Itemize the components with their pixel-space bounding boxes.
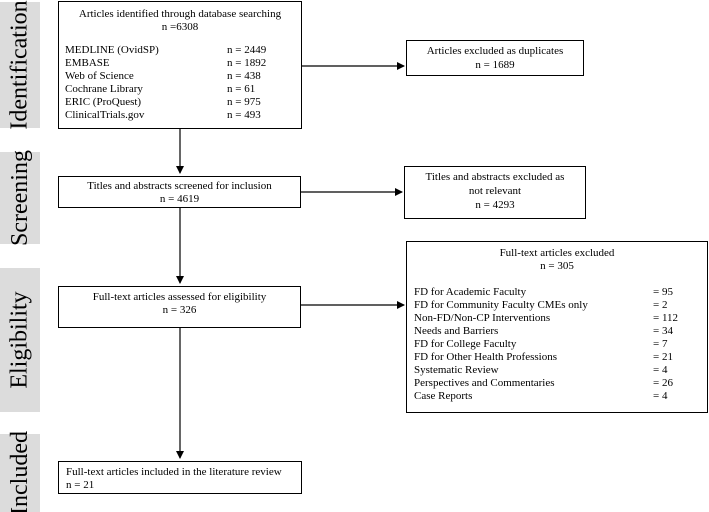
screening-box: Titles and abstracts screened for inclus… [58, 176, 301, 208]
reason-count: = 95 [653, 286, 673, 298]
eligibility-box: Full-text articles assessed for eligibil… [58, 286, 301, 328]
reason-name: FD for Community Faculty CMEs only [414, 299, 588, 311]
not-relevant-title-line2: not relevant [468, 185, 522, 197]
included-title: Full-text articles included in the liter… [66, 466, 282, 478]
reason-name: FD for Other Health Professions [414, 351, 557, 363]
not-relevant-box: Titles and abstracts excluded as not rel… [404, 166, 586, 219]
fulltext-excluded-count: n = 305 [540, 260, 574, 272]
stage-bar-screening [0, 152, 40, 244]
reason-count: = 34 [653, 325, 673, 337]
source-name: MEDLINE (OvidSP) [65, 44, 159, 56]
source-name: EMBASE [65, 57, 110, 69]
source-name: Web of Science [65, 70, 134, 82]
fulltext-excluded-title: Full-text articles excluded [499, 247, 615, 259]
screening-title: Titles and abstracts screened for inclus… [87, 180, 272, 192]
source-count: n = 1892 [227, 57, 267, 69]
source-count: n = 975 [227, 96, 261, 108]
reason-name: Systematic Review [414, 364, 499, 376]
reason-name: Non-FD/Non-CP Interventions [414, 312, 551, 324]
included-box: Full-text articles included in the liter… [58, 461, 302, 494]
eligibility-title: Full-text articles assessed for eligibil… [92, 291, 267, 303]
reason-count: = 2 [653, 299, 668, 311]
reason-count: = 4 [653, 364, 668, 376]
reason-count: = 112 [653, 312, 679, 324]
source-count: n = 493 [227, 109, 261, 121]
eligibility-count: n = 326 [162, 304, 197, 316]
stage-bar-included [0, 434, 40, 512]
stage-bar-eligibility [0, 268, 40, 412]
source-count: n = 61 [227, 83, 256, 95]
not-relevant-title: Titles and abstracts excluded as [425, 171, 565, 183]
included-count: n = 21 [66, 479, 95, 491]
source-name: ERIC (ProQuest) [65, 96, 142, 108]
reason-count: = 21 [653, 351, 673, 363]
identification-count: n =6308 [161, 21, 199, 33]
source-name: Cochrane Library [65, 83, 143, 95]
reason-count: = 7 [653, 338, 668, 350]
reason-name: Perspectives and Commentaries [414, 377, 555, 389]
duplicates-title: Articles excluded as duplicates [426, 45, 564, 57]
identification-title: Articles identified through database sea… [78, 8, 282, 20]
not-relevant-count: n = 4293 [475, 199, 515, 211]
reason-name: FD for Academic Faculty [414, 286, 527, 298]
stage-bar-identification [0, 2, 40, 128]
reason-name: FD for College Faculty [414, 338, 517, 350]
reason-count: = 26 [653, 377, 673, 389]
identification-box: Articles identified through database sea… [58, 1, 302, 129]
source-count: n = 438 [227, 70, 261, 82]
reason-count: = 4 [653, 390, 668, 402]
source-count: n = 2449 [227, 44, 267, 56]
reason-name: Needs and Barriers [414, 325, 499, 337]
duplicates-box: Articles excluded as duplicates n = 1689 [406, 40, 584, 76]
duplicates-count: n = 1689 [475, 59, 515, 71]
fulltext-excluded-box: Full-text articles excluded n = 305 FD f… [406, 241, 708, 413]
reason-name: Case Reports [414, 390, 473, 402]
source-name: ClinicalTrials.gov [65, 109, 145, 121]
screening-count: n = 4619 [159, 193, 200, 205]
